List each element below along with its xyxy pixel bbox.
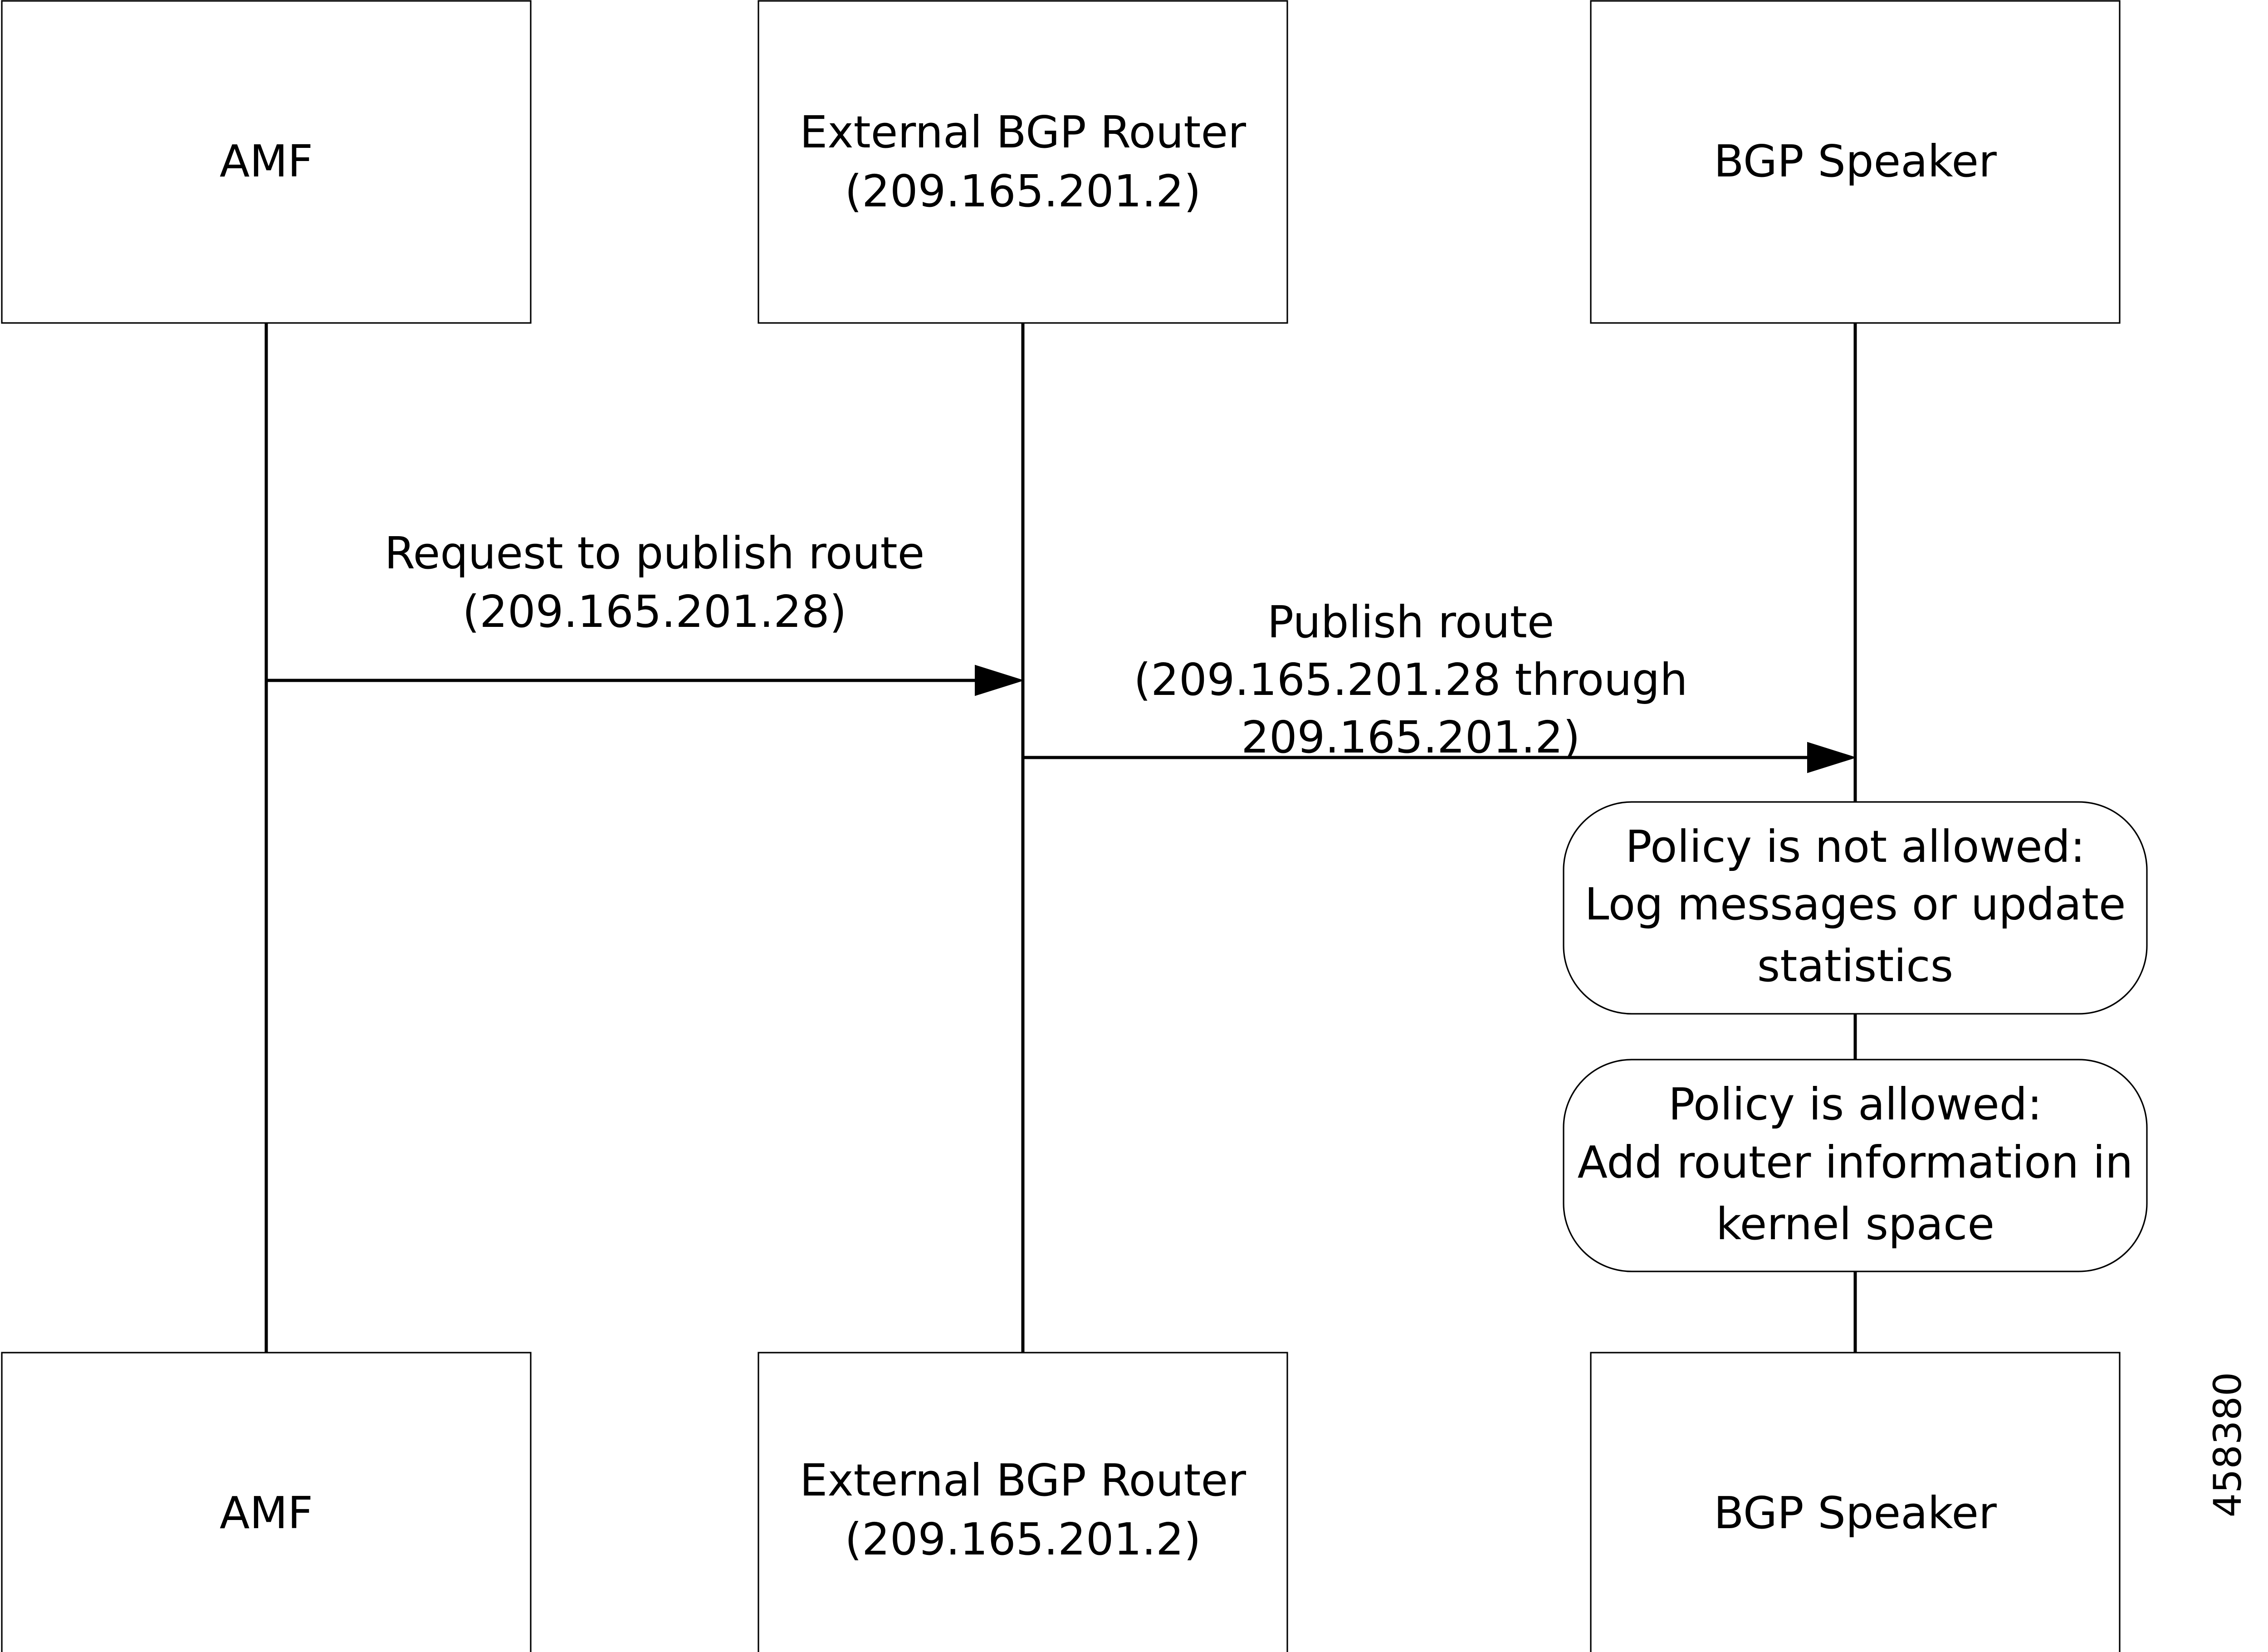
note-line: Log messages or update [1584, 879, 2126, 930]
participant-amf-top: AMF [1, 0, 532, 324]
message-label: 209.165.201.2) [1241, 712, 1580, 763]
arrowhead-icon [975, 665, 1025, 696]
participant-amf-bottom: AMF [1, 1352, 532, 1652]
participant-address: (209.165.201.2) [845, 166, 1201, 217]
participant-name: AMF [220, 136, 313, 187]
message-label: (209.165.201.28 through [1134, 654, 1687, 705]
participant-external-bgp-router-top: External BGP Router (209.165.201.2) [758, 0, 1288, 324]
note-line: Policy is not allowed: [1625, 821, 2085, 872]
participant-address: (209.165.201.2) [845, 1514, 1201, 1565]
message-label: Publish route [1267, 596, 1554, 648]
note-policy-allowed: Policy is allowed: Add router informatio… [1563, 1059, 2148, 1272]
participant-bgp-speaker-top: BGP Speaker [1590, 0, 2121, 324]
participant-external-bgp-router-bottom: External BGP Router (209.165.201.2) [758, 1352, 1288, 1652]
participant-bgp-speaker-bottom: BGP Speaker [1590, 1352, 2121, 1652]
participant-name: BGP Speaker [1714, 136, 1997, 187]
message-publish-route: Publish route (209.165.201.28 through 20… [1023, 596, 1857, 773]
participant-name: BGP Speaker [1714, 1487, 1997, 1539]
note-line: statistics [1757, 940, 1953, 992]
participant-name: AMF [220, 1487, 313, 1539]
participant-name: External BGP Router [800, 107, 1246, 158]
note-line: kernel space [1716, 1198, 1994, 1250]
message-request-to-publish-route: Request to publish route (209.165.201.28… [266, 528, 1025, 696]
note-line: Add router information in [1578, 1137, 2133, 1188]
note-policy-not-allowed: Policy is not allowed: Log messages or u… [1563, 801, 2148, 1015]
participant-name: External BGP Router [800, 1455, 1246, 1506]
message-label: (209.165.201.28) [462, 586, 846, 637]
figure-id: 458380 [2205, 1372, 2250, 1518]
note-line: Policy is allowed: [1668, 1079, 2042, 1130]
message-label: Request to publish route [385, 528, 925, 579]
arrowhead-icon [1807, 742, 1857, 773]
